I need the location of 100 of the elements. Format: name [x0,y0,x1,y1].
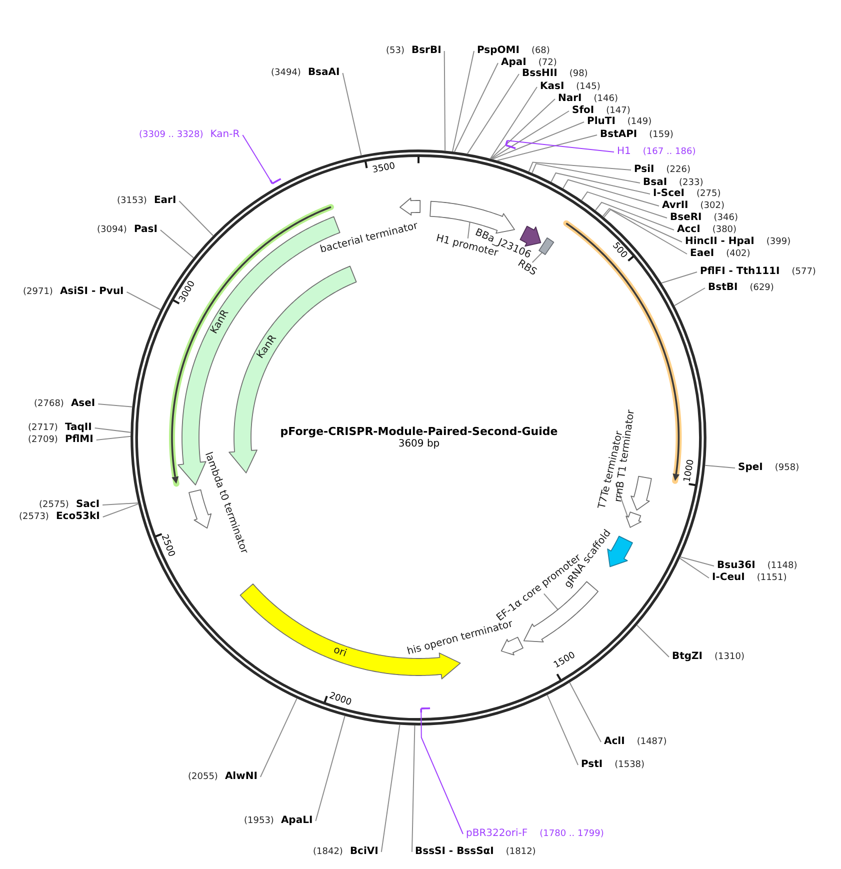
cut-site-position: (346) [714,212,738,224]
cut-site-position: (958) [774,462,800,474]
enzyme-name: AccI [677,224,700,236]
enzyme-name: PflFI - Tth111I [700,266,780,278]
enzyme-name: BssSI - BssSαI [415,846,494,858]
primer-coordinates: (3309 .. 3328) [139,129,204,141]
cut-site-position: (2575) [39,499,69,511]
feature-label: RBS [516,258,538,278]
leader-line [342,72,362,156]
tick-label: 2500 [158,534,176,559]
enzyme-name: PflMI [64,434,94,446]
enzyme-name: Bsu36I [717,560,756,572]
enzyme-name: BstAPI [600,129,638,141]
cut-site-position: (233) [679,177,704,188]
enzyme-name: PspOMI [477,45,520,57]
leader-line [160,230,194,258]
primer-name: pBR322ori-F [466,828,528,840]
feature-block [187,488,213,530]
leader-line [543,593,558,610]
primer-name: H1 [617,146,631,158]
enzyme-name: NarI [558,93,582,105]
leader-line [490,86,538,160]
cut-site-position: (3153) [117,195,147,207]
enzyme-name: I-SceI [653,188,685,200]
plasmid-name: pForge-CRISPR-Module-Paired-Second-Guide [280,426,558,438]
leader-line [569,682,602,742]
enzyme-name: BseRI [670,212,702,224]
cut-site-position: (2709) [28,434,58,446]
leader-line [178,200,214,236]
leader-line [102,502,139,506]
leader-line [444,50,446,152]
cut-site-position: (1148) [767,560,798,572]
leader-line [126,292,161,310]
cut-site-position: (380) [712,224,737,236]
cut-site-position: (72) [538,57,557,68]
cut-site-position: (399) [766,236,791,248]
leader-line [412,724,416,852]
enzyme-name: SpeI [738,462,763,474]
enzyme-name: PasI [134,224,158,236]
primer-mark [504,139,518,150]
cut-site-position: (1310) [714,651,744,663]
leader-line [466,74,520,154]
leader-line [315,715,346,822]
leader-line [680,556,714,566]
leader-line [532,163,640,184]
leader-line [496,134,598,161]
primer-mark [419,706,432,714]
enzyme-name: AvrII [662,200,688,212]
leader-line [102,503,139,518]
tick-label: 1000 [684,458,697,483]
feature-block [624,510,643,529]
primer-coordinates: (167 .. 186) [642,146,696,158]
primer-name: Kan-R [210,129,240,141]
cut-site-position: (1151) [756,572,787,584]
leader-line [679,558,710,578]
enzyme-name: BtgZI [672,651,703,663]
cut-site-position: (147) [606,105,630,116]
feature-block [629,474,653,512]
enzyme-name: PsiI [634,164,654,176]
enzyme-name: BsaAI [308,67,340,79]
leader-line [452,50,474,152]
plasmid-size: 3609 bp [398,438,440,450]
leader-line [704,464,736,468]
enzyme-name: KasI [540,81,564,93]
cut-site-position: (275) [696,188,721,200]
enzyme-name: Eco53kI [56,511,100,523]
feature-block [238,582,462,681]
leader-line [615,482,629,518]
enzyme-name: BssHII [522,68,558,80]
leader-line [604,208,688,254]
cut-site-position: (53) [386,45,404,57]
enzyme-name: BciVI [350,846,378,858]
leader-line [380,724,400,852]
enzyme-name: BstBI [708,282,738,294]
cut-site-position: (68) [531,45,550,57]
cut-site-position: (577) [792,266,816,278]
cut-site-position: (2768) [34,398,64,410]
cut-site-position: (226) [666,164,690,176]
leader-line [528,162,632,172]
enzyme-name: SacI [76,499,100,511]
leader-line [674,288,706,306]
enzyme-name: AseI [70,398,96,410]
tick-label: 2000 [327,692,352,708]
leader-line [98,404,133,408]
leader-line [506,140,614,152]
enzyme-name: ApaI [501,57,526,68]
cut-site-position: (3494) [271,67,301,79]
cut-site-position: (146) [594,93,618,105]
cut-site-position: (2971) [23,286,53,298]
cut-site-position: (145) [576,81,600,93]
leader-line [492,122,584,160]
cut-site-position: (2717) [28,422,58,434]
leader-line [581,191,668,218]
leader-line [562,179,660,206]
cut-site-position: (629) [750,282,774,294]
cut-site-position: (2573) [19,511,49,523]
enzyme-name: AclI [604,736,625,748]
leader-line [636,624,670,658]
enzyme-name: PluTI [587,116,616,128]
cut-site-position: (1487) [636,736,667,748]
